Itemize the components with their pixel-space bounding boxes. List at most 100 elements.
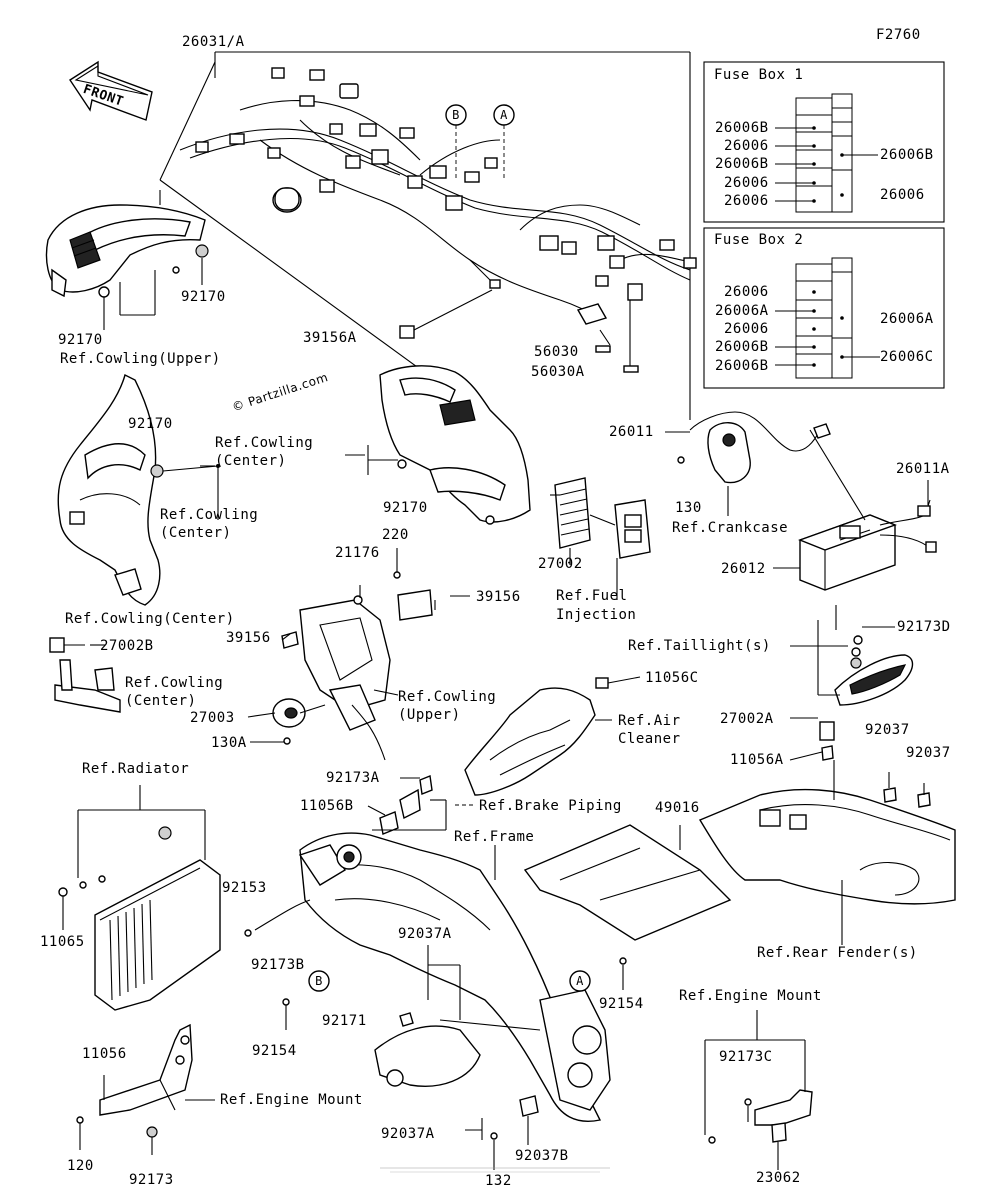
fuse-box-2-right-label: 26006C: [880, 349, 934, 365]
callout-92173c: 92173C: [719, 1049, 773, 1065]
fuse-box-1-title: Fuse Box 1: [714, 67, 804, 83]
ref-taillight: Ref.Taillight(s): [628, 638, 771, 654]
regulator-part: [798, 429, 937, 591]
ref-cowling-center: Ref.Cowling(Center): [65, 611, 235, 627]
fuse-box-2-left-label: 26006: [724, 321, 769, 337]
fuse-box-2-left-label: 26006: [724, 284, 769, 300]
crank-sensor-part: [677, 411, 831, 516]
callout-26011a: 26011A: [896, 461, 950, 477]
callout-92037: 92037: [906, 745, 951, 761]
radiator-part: [58, 785, 221, 1011]
callout-39156: 39156: [226, 630, 271, 646]
callout-92037: 92037: [865, 722, 910, 738]
callout-11056b: 11056B: [300, 798, 354, 814]
marker-a-bottom-label: A: [576, 974, 584, 988]
callout-21176: 21176: [335, 545, 380, 561]
fuse-box-2-title: Fuse Box 2: [714, 232, 804, 248]
callout-132: 132: [485, 1173, 512, 1189]
bracket-27002b-part: [49, 637, 121, 713]
callout-92037b: 92037B: [515, 1148, 569, 1164]
callout-92173b: 92173B: [251, 957, 305, 973]
callout-11065: 11065: [40, 934, 85, 950]
callout-130a: 130A: [211, 735, 247, 751]
rear-fender-part: [698, 721, 956, 945]
callout-92154: 92154: [252, 1043, 297, 1059]
callout-120: 120: [67, 1158, 94, 1174]
ref-cowling-center: Ref.Cowling (Center): [215, 435, 314, 469]
fuse-box-1-right-label: 26006B: [880, 147, 934, 163]
fuse-box-2-left-label: 26006A: [715, 303, 769, 319]
callout-26012: 26012: [721, 561, 766, 577]
ref-engine-mount: Ref.Engine Mount: [220, 1092, 363, 1108]
callout-92171: 92171: [322, 1013, 367, 1029]
ref-air-cleaner: Ref.Air Cleaner: [618, 713, 681, 747]
fuse-box-1-right-label: 26006: [880, 187, 925, 203]
callout-11056c: 11056C: [645, 670, 699, 686]
callout-56030: 56030: [534, 344, 579, 360]
leader-lines: [90, 431, 823, 761]
ref-cowling-upper: Ref.Cowling(Upper): [60, 351, 221, 367]
callout-49016: 49016: [655, 800, 700, 816]
ref-brake-piping: Ref.Brake Piping: [479, 798, 622, 814]
callout-92170: 92170: [181, 289, 226, 305]
callout-92170: 92170: [58, 332, 103, 348]
fuse-box-1-left-label: 26006: [724, 175, 769, 191]
ref-cowling-center: Ref.Cowling (Center): [160, 507, 259, 541]
ref-cowling-center: Ref.Cowling (Center): [125, 675, 224, 709]
callout-220: 220: [382, 527, 409, 543]
ref-radiator: Ref.Radiator: [82, 761, 190, 777]
callout-27003: 27003: [190, 710, 235, 726]
callout-92037a: 92037A: [398, 926, 452, 942]
fastener-set-bottom-part: [465, 1095, 539, 1170]
marker-a-bottom: [569, 970, 591, 992]
callout-27002: 27002: [538, 556, 583, 572]
callout-27002b: 27002B: [100, 638, 154, 654]
engine-mount-bracket-right-part: [704, 1010, 813, 1170]
callout-39156: 39156: [476, 589, 521, 605]
callout-92173d: 92173D: [897, 619, 951, 635]
callout-56030a: 56030A: [531, 364, 585, 380]
callout-26011: 26011: [609, 424, 654, 440]
marker-b-top-label: B: [452, 108, 460, 122]
callout-92173: 92173: [129, 1172, 174, 1188]
figure-code: F2760: [876, 27, 921, 43]
fuse-box-1: [703, 61, 945, 223]
ref-rear-fender: Ref.Rear Fender(s): [757, 945, 918, 961]
callout-130: 130: [675, 500, 702, 516]
marker-b-bottom: [308, 970, 330, 992]
taillight-part: [790, 605, 914, 706]
air-cleaner-part: [464, 676, 641, 796]
ref-fuel-injection: Ref.Fuel Injection: [556, 588, 637, 623]
callout-39156a: 39156A: [303, 330, 357, 346]
ref-crankcase: Ref.Crankcase: [672, 520, 789, 536]
callout-92170: 92170: [128, 416, 173, 432]
callout-27002a: 27002A: [720, 711, 774, 727]
main-frame-part: [244, 832, 627, 1122]
callout-92153: 92153: [222, 880, 267, 896]
engine-mount-bracket-left-part: [76, 1023, 215, 1155]
marker-b-bottom-label: B: [315, 974, 323, 988]
fuse-box-1-left-label: 26006: [724, 138, 769, 154]
callout-11056: 11056: [82, 1046, 127, 1062]
fuse-box-2-right-label: 26006A: [880, 311, 934, 327]
callout-11056a: 11056A: [730, 752, 784, 768]
fuse-box-1-left-label: 26006B: [715, 120, 769, 136]
wiring-harness: [179, 67, 697, 373]
callout-92170: 92170: [383, 500, 428, 516]
sheet-49016-part: [523, 824, 732, 941]
ref-cowling-upper: Ref.Cowling (Upper): [398, 689, 497, 723]
callout-92037a: 92037A: [381, 1126, 435, 1142]
center-cowling-left-part: [57, 373, 220, 606]
fuse-box-1-left-label: 26006B: [715, 156, 769, 172]
fuse-box-1-left-label: 26006: [724, 193, 769, 209]
ecu-part: [554, 477, 651, 600]
ref-engine-mount: Ref.Engine Mount: [679, 988, 822, 1004]
callout-92173a: 92173A: [326, 770, 380, 786]
fuse-box-2-left-label: 26006B: [715, 358, 769, 374]
brake-piping-clamp-part: [367, 775, 475, 835]
front-arrow-icon: [69, 60, 153, 121]
callout-26031a: 26031/A: [182, 34, 245, 50]
callout-92154: 92154: [599, 996, 644, 1012]
